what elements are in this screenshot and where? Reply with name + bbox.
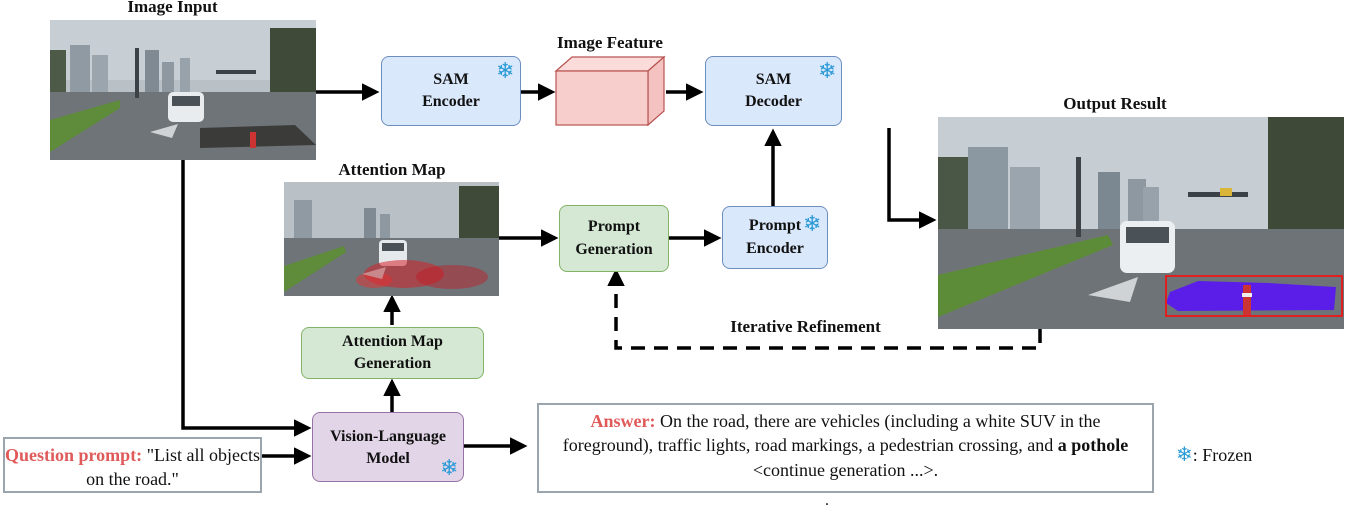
answer-label: Answer:: [590, 411, 656, 431]
question-prompt-text: "List all objects on the road.": [86, 445, 261, 490]
image-input-label: Image Input: [127, 0, 218, 16]
question-prompt-label: Question prompt:: [5, 445, 143, 465]
image-feature-cube: [554, 55, 666, 127]
iterative-refinement-loop: [607, 268, 1042, 350]
vlm-line2: Model: [366, 450, 410, 468]
prompt-encoder-line2: Encoder: [746, 239, 804, 257]
snowflake-icon: ❄: [440, 455, 459, 480]
attention-map-generation-line1: Attention Map: [342, 333, 443, 351]
vlm-line1: Vision-Language: [330, 428, 446, 445]
sam-encoder-line2: Encoder: [422, 93, 480, 110]
attention-map-label: Attention Map: [338, 160, 446, 179]
prompt-generation-line2: Generation: [575, 240, 653, 258]
snowflake-icon: ❄: [818, 58, 837, 83]
attention-map-generation-box: Attention Map Generation: [301, 327, 484, 379]
sam-encoder-line1: SAM: [433, 70, 469, 88]
snowflake-icon: ❄: [496, 58, 515, 83]
image-feature-label: Image Feature: [557, 33, 663, 52]
prompt-generation-box: Prompt Generation: [559, 205, 669, 272]
sam-decoder-box: SAM Decoder: [705, 56, 842, 126]
output-result-label: Output Result: [1063, 94, 1167, 113]
answer-box: Answer: On the road, there are vehicles …: [537, 403, 1154, 493]
answer-text-before: On the road, there are vehicles (includi…: [562, 411, 1101, 456]
answer-text-after: <continue generation ...>.: [752, 459, 939, 480]
prompt-encoder-line1: Prompt: [748, 217, 802, 235]
arrow-decoder-to-output: [887, 128, 937, 229]
iterative-refinement-label: Iterative Refinement: [730, 317, 881, 336]
output-road-image: [938, 117, 1344, 329]
question-prompt-box: Question prompt: "List all objects on th…: [3, 437, 262, 493]
arrow-input-to-vlm: [181, 160, 312, 437]
prompt-encoder-box: Prompt Encoder: [722, 206, 828, 269]
vision-language-model-box: Vision-Language Model: [312, 412, 464, 482]
input-road-image: [50, 20, 316, 160]
frozen-legend: ❄: Frozen: [1176, 442, 1252, 467]
attention-map-generation-line2: Generation: [353, 355, 432, 372]
snowflake-icon: ❄: [803, 211, 822, 236]
attention-map-image: [284, 182, 499, 296]
frozen-legend-text: : Frozen: [1192, 445, 1253, 465]
prompt-generation-line1: Prompt: [587, 218, 641, 236]
answer-bold-pothole: a pothole: [1057, 435, 1129, 456]
sam-encoder-box: SAM Encoder: [381, 56, 521, 126]
snowflake-icon: ❄: [1176, 444, 1193, 466]
sam-decoder-line1: SAM: [755, 70, 792, 88]
stray-dot: .: [825, 492, 829, 509]
sam-decoder-line2: Decoder: [745, 93, 802, 110]
